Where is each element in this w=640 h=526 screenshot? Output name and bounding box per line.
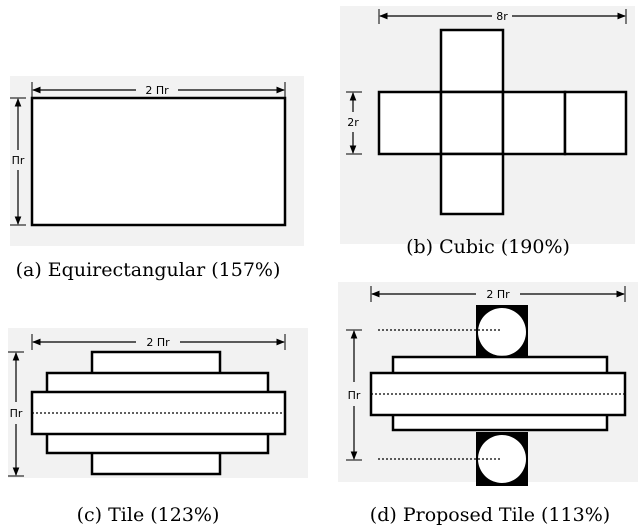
cube-face-right [501,90,567,156]
cube-face-back [563,90,628,156]
height-label: Πr [348,389,361,402]
caption-c: (c) Tile (123%) [77,504,220,526]
caption-d: (d) Proposed Tile (113%) [370,504,610,526]
height-label: Πr [10,407,23,420]
height-label: Πr [12,154,25,167]
panel-equirectangular: 2 Πr Πr (a) Equirectangular (157%) [10,76,304,281]
caption-a: (a) Equirectangular (157%) [16,259,281,281]
cube-face-bottom [439,152,505,216]
panel-proposed-tile: 2 Πr Πr (d) Proposed Tile (113%) [338,282,638,526]
cube-face-top [439,28,505,94]
height-label: 2r [347,116,359,129]
panel-tile: 2 Πr Πr (c) Tile (123%) [8,328,308,526]
width-label: 2 Πr [146,336,170,349]
equirectangular-rectangle [30,96,287,227]
caption-b: (b) Cubic (190%) [406,236,570,258]
south-pole-circle [478,435,526,483]
north-pole-circle [478,308,526,356]
width-label: 8r [496,10,508,23]
width-label: 2 Πr [486,288,510,301]
proposed-band-equator [369,371,627,417]
panel-cubic: 8r 2r (b) Cubic (190%) [340,6,635,258]
cube-face-front [439,90,505,156]
width-label: 2 Πr [145,84,169,97]
cube-face-left [377,90,443,156]
